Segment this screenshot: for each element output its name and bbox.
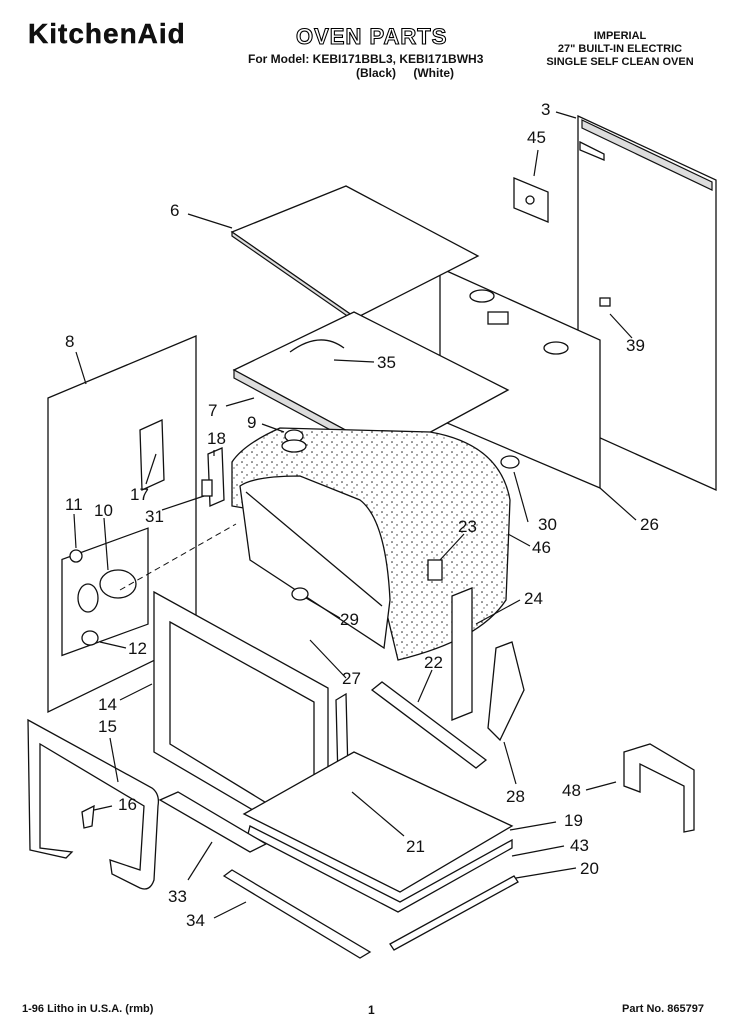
part-31-connector: [201, 479, 213, 497]
callout-26: 26: [640, 515, 659, 534]
callout-8: 8: [65, 332, 74, 351]
callout-33: 33: [168, 887, 187, 906]
part-19-bottom-panel: [242, 751, 514, 893]
product-info-line-3: SINGLE SELF CLEAN OVEN: [546, 56, 694, 68]
part-34-vent-grille: [222, 869, 372, 959]
part-15-gasket: [27, 718, 160, 890]
oven-cavity-insulation: [231, 427, 511, 661]
part-6-top-panel: [230, 185, 480, 324]
callout-30: 30: [538, 515, 557, 534]
callout-6: 6: [170, 201, 179, 220]
callout-17: 17: [130, 485, 149, 504]
part-20-strip: [389, 875, 519, 951]
model-line: For Model: KEBI171BBL3, KEBI171BWH3: [248, 52, 484, 66]
part-17-switch: [139, 419, 165, 491]
callout-15: 15: [98, 717, 117, 736]
callout-27: 27: [342, 669, 361, 688]
callout-35: 35: [377, 353, 396, 372]
callout-23: 23: [458, 517, 477, 536]
callout-14: 14: [98, 695, 117, 714]
product-info-line-2: 27" BUILT-IN ELECTRIC: [557, 43, 683, 55]
color-line: (Black) (White): [356, 66, 468, 80]
part-30-plug: [500, 455, 520, 469]
product-info-line-1: IMPERIAL: [593, 30, 647, 42]
callout-34: 34: [186, 911, 205, 930]
part-9-knob: [281, 429, 307, 453]
part-18-sensor: [207, 447, 225, 507]
callout-9: 9: [247, 413, 256, 432]
color-white: (White): [413, 66, 455, 80]
callout-10: 10: [94, 501, 113, 520]
callout-20: 20: [580, 859, 599, 878]
page-title: OVEN PARTS: [295, 23, 448, 49]
callout-labels: 3 45 6 39 8 35 7 9 18 17 11 10 31 30 26 …: [65, 100, 659, 930]
callout-28: 28: [506, 787, 525, 806]
callout-19: 19: [564, 811, 583, 830]
callout-46: 46: [532, 538, 551, 557]
callout-7: 7: [208, 401, 217, 420]
callout-12: 12: [128, 639, 147, 658]
callout-11: 11: [65, 495, 83, 514]
part-28-hinge: [487, 641, 525, 742]
brand-logo: KitchenAid: [28, 18, 186, 49]
part-29-plug: [291, 587, 309, 601]
color-black: (Black): [356, 66, 397, 80]
callout-3: 3: [541, 100, 550, 119]
callout-21: 21: [406, 837, 425, 856]
product-info: IMPERIAL 27" BUILT-IN ELECTRIC SINGLE SE…: [520, 30, 720, 69]
part-39-label: [599, 297, 611, 307]
callout-18: 18: [207, 429, 226, 448]
part-12-bulb: [81, 630, 99, 646]
part-24-hinge-bracket: [451, 587, 473, 721]
footer-part-number: Part No. 865797: [622, 1003, 704, 1015]
part-33-vent: [158, 791, 268, 853]
assembly-line: [119, 523, 237, 591]
callout-16: 16: [118, 795, 137, 814]
part-48-cover: [623, 743, 695, 833]
part-22-rail: [370, 681, 488, 769]
part-23-label: [427, 559, 443, 581]
part-16-clip: [81, 804, 95, 829]
leader-lines: [73, 111, 637, 919]
callout-43: 43: [570, 836, 589, 855]
part-11-washer: [69, 549, 83, 563]
callout-29: 29: [340, 610, 359, 629]
part-45-bracket: [513, 177, 549, 223]
part-10-lamp-socket: [77, 569, 137, 613]
callout-39: 39: [626, 336, 645, 355]
footer-litho: 1-96 Litho in U.S.A. (rmb): [22, 1003, 154, 1015]
callout-31: 31: [145, 507, 164, 526]
footer-page-number: 1: [368, 1003, 375, 1017]
callout-45: 45: [527, 128, 546, 147]
callout-22: 22: [424, 653, 443, 672]
callout-48: 48: [562, 781, 581, 800]
callout-24: 24: [524, 589, 543, 608]
part-3-rear-panel: [577, 114, 717, 492]
